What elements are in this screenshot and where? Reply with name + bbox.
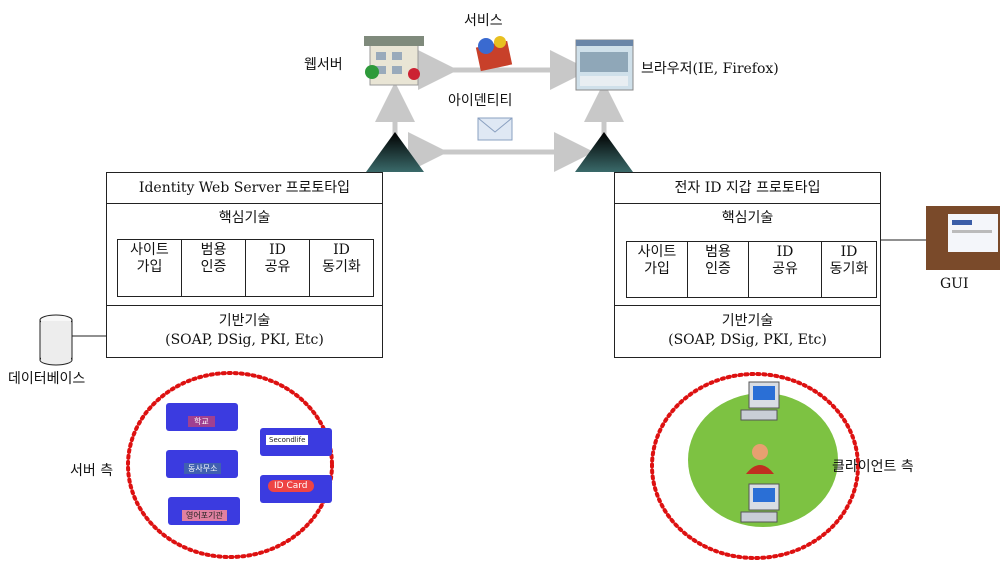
client-side-label: 클라이언트 측 <box>832 459 914 475</box>
identity-label: 아이덴티티 <box>448 93 513 109</box>
gui-label: GUI <box>940 276 969 292</box>
client-side-circle <box>650 372 860 560</box>
card-id-card: ID Card <box>260 475 332 503</box>
left-peak <box>366 132 424 172</box>
browser-label: 브라우저(IE, Firefox) <box>641 61 779 77</box>
database-label: 데이터베이스 <box>8 371 86 387</box>
webserver-label: 웹서버 <box>304 57 343 73</box>
core-tech-label: 핵심기술 <box>615 203 880 232</box>
server-side-circle <box>126 371 334 559</box>
browser-icon <box>575 39 634 91</box>
computer-icon-bottom <box>740 483 780 523</box>
database-icon <box>39 314 73 366</box>
client-green-area <box>688 393 838 527</box>
base-tech: 기반기술(SOAP, DSig, PKI, Etc) <box>615 305 880 364</box>
gui-thumbnail <box>926 206 1000 270</box>
right-peak <box>575 132 633 172</box>
box-title: 전자 ID 지갑 프로토타입 <box>674 180 821 196</box>
base-tech: 기반기술(SOAP, DSig, PKI, Etc) <box>107 305 382 364</box>
service-icon <box>475 36 513 72</box>
box-title: Identity Web Server 프로토타입 <box>138 180 351 196</box>
card-english-agency: 영어포기관 <box>168 497 240 525</box>
server-side-label: 서버 측 <box>70 463 114 479</box>
card-community-center: 동사무소 <box>166 450 238 478</box>
envelope-icon <box>477 117 513 141</box>
core-tech-label: 핵심기술 <box>107 203 382 232</box>
computer-icon-top <box>740 381 780 421</box>
card-school: 학교 <box>166 403 238 431</box>
person-icon <box>746 444 774 474</box>
card-secondlife: Secondlife <box>260 428 332 456</box>
service-label: 서비스 <box>464 13 503 29</box>
webserver-icon <box>364 36 424 86</box>
